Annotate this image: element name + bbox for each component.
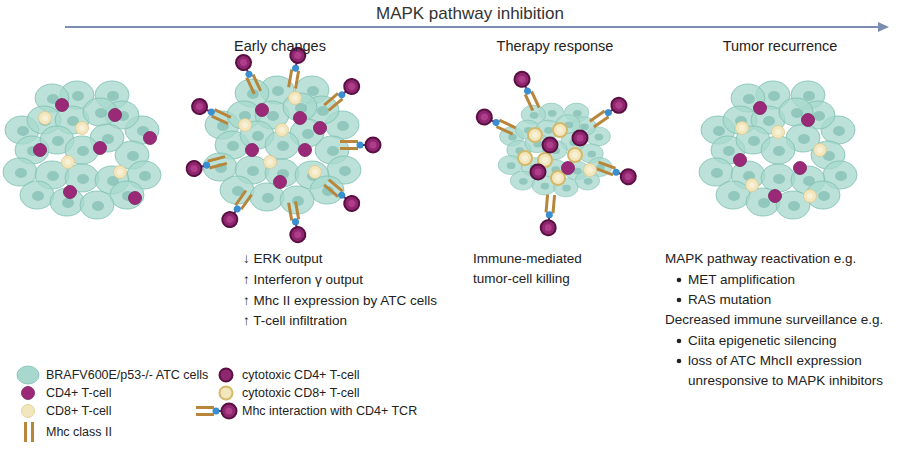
legend-swatch [17,366,39,384]
legend-text: BRAFV600E/p53-/- ATC cells [46,367,208,383]
response-note: Immune-mediated tumor-cell killing [473,249,623,289]
effect-item: ↑ T-cell infiltration [243,311,347,331]
legend-text: cytotoxic CD4+ T-cell [242,367,360,383]
panel-heading: Early changes [210,36,350,56]
mechanism-heading: MAPK pathway reactivation e.g. [665,249,856,269]
legend-text: Mhc interaction with CD4+ TCR [242,403,417,419]
legend-swatch [220,369,233,382]
legend-swatch [22,405,35,418]
mechanism-item: Ciita epigenetic silencing [688,331,837,351]
tumor-recurrence [699,81,857,219]
figure-title: MAPK pathway inhibition [345,3,595,25]
mechanism-heading: Decreased immune surveillance e.g. [665,310,883,330]
tumor-early [185,47,381,244]
mechanism-item: loss of ATC MhcII expression unresponsiv… [688,351,898,391]
mechanism-item: MET amplification [688,270,795,290]
legend-text: CD8+ T-cell [46,403,111,419]
effect-item: ↑ Interferon γ output [243,270,363,290]
legend-swatch [22,387,35,400]
effect-item: ↑ Mhc II expression by ATC cells [243,291,437,311]
legend-text: cytotoxic CD8+ T-cell [242,385,360,401]
legend-text: Mhc class II [46,424,112,440]
timeline-arrow [65,22,889,32]
panel-heading: Tumor recurrence [705,36,855,56]
tumor-response [474,69,638,235]
tumor-baseline [3,81,161,219]
mechanism-item: RAS mutation [688,290,771,310]
effect-item: ↓ ERK output [243,249,323,269]
legend-swatch [220,387,233,400]
legend-text: CD4+ T-cell [46,385,111,401]
legend-icons [24,404,237,443]
panel-heading: Therapy response [480,36,630,56]
